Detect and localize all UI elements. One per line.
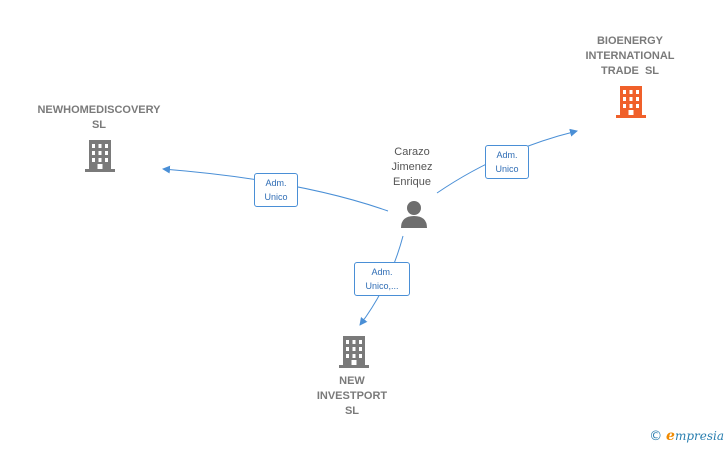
- company-name-line: SL: [344, 405, 360, 417]
- edge-role-line: Adm.: [371, 267, 393, 277]
- person-name-line: Enrique: [393, 176, 431, 188]
- company-name-line: INTERNATIONAL: [585, 50, 675, 62]
- company-name-line: NEW: [339, 375, 365, 387]
- person-name-line: Carazo: [394, 146, 430, 158]
- company-newhomediscovery-label[interactable]: NEWHOMEDISCOVERY SL: [24, 103, 174, 133]
- brand-logo: © empresia: [649, 428, 724, 444]
- edge-label-newinvest[interactable]: Adm. Unico,...: [354, 262, 410, 296]
- edge-role-line: Adm.: [496, 150, 518, 160]
- person-name-line: Jimenez: [391, 161, 433, 173]
- brand-logo-initial: e: [666, 428, 675, 444]
- building-icon[interactable]: [614, 84, 648, 120]
- company-name-line: INVESTPORT: [316, 390, 388, 402]
- company-name-line: TRADE SL: [600, 65, 660, 77]
- edge-role-line: Unico: [495, 164, 519, 174]
- company-name-line: NEWHOMEDISCOVERY: [37, 104, 161, 116]
- edge-label-bioenergy[interactable]: Adm. Unico: [485, 145, 529, 179]
- person-name-label[interactable]: Carazo Jimenez Enrique: [352, 145, 472, 190]
- company-name-line: SL: [91, 119, 107, 131]
- edge-role-line: Adm.: [265, 178, 287, 188]
- building-icon[interactable]: [83, 138, 117, 174]
- person-icon[interactable]: [399, 199, 429, 229]
- company-name-line: BIOENERGY: [596, 35, 663, 47]
- edge-label-newhome[interactable]: Adm. Unico: [254, 173, 298, 207]
- copyright-icon: ©: [649, 429, 663, 444]
- brand-logo-name: mpresia: [674, 429, 724, 443]
- building-icon[interactable]: [337, 334, 371, 370]
- edge-role-line: Unico,...: [365, 281, 399, 291]
- edge-role-line: Unico: [264, 192, 288, 202]
- company-bioenergy-label[interactable]: BIOENERGY INTERNATIONAL TRADE SL: [555, 34, 705, 79]
- company-newinvestport-label[interactable]: NEW INVESTPORT SL: [277, 374, 427, 419]
